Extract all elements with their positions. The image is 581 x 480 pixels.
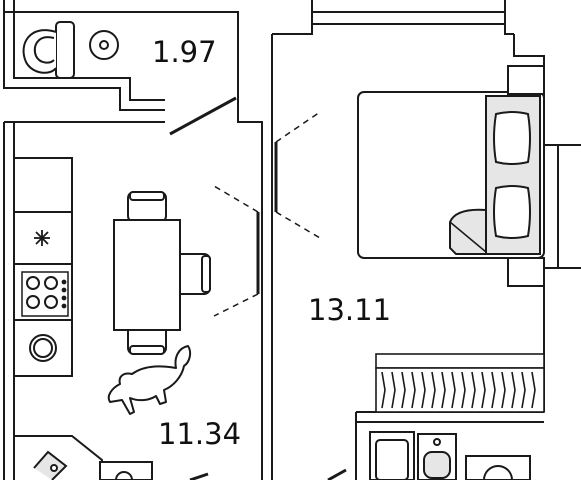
bathtub-icon [369, 431, 415, 480]
door-bath [327, 468, 347, 480]
kitchen-counter [13, 157, 153, 480]
fridge-icon [34, 230, 50, 246]
kitchen-sink-icon [33, 450, 68, 480]
bed-icon [357, 91, 545, 259]
toilet-icon [22, 21, 75, 79]
wall-bedroom-top [272, 23, 514, 35]
door-bedroom-swing [275, 111, 321, 239]
toilet-room [22, 21, 119, 79]
window-right [544, 144, 581, 269]
hanger-mark [491, 371, 496, 409]
hanger-mark [461, 371, 466, 409]
pillow-bottom [493, 185, 531, 239]
sink-icon [89, 30, 119, 60]
door-kitchen-swing [213, 185, 259, 317]
bedroom-area-label: 13.11 [308, 293, 391, 327]
bathroom [369, 431, 531, 480]
hanger-mark [381, 371, 386, 409]
nightstands [507, 65, 545, 287]
hanger-mark [441, 371, 446, 409]
wardrobe-icon [375, 353, 545, 413]
hanger-mark [391, 371, 396, 409]
wall-toilet-inner [13, 0, 165, 101]
blanket-fold [449, 208, 487, 255]
toilet-area-label: 1.97 [152, 35, 217, 69]
hanger-mark [401, 371, 406, 409]
hanger-mark [521, 371, 526, 409]
table-top [113, 219, 181, 331]
pillow-top [493, 111, 531, 165]
hanger-mark [501, 371, 506, 409]
hanger-mark [451, 371, 456, 409]
hanger-mark [431, 371, 436, 409]
dog-icon [107, 345, 192, 415]
wall-toilet-top [4, 11, 239, 92]
hanger-mark [511, 371, 516, 409]
dishwasher-icon [99, 461, 153, 480]
sink-icon [417, 433, 457, 480]
oven-icon [29, 334, 57, 362]
doors [169, 96, 347, 480]
hangers [381, 371, 536, 409]
hanger-mark [471, 371, 476, 409]
wall-partition-outer [237, 92, 263, 480]
hanger-mark [481, 371, 486, 409]
stove-icon [21, 271, 69, 317]
dining-table-icon [113, 191, 211, 355]
door-entry [189, 472, 209, 480]
hanger-mark [411, 371, 416, 409]
washing-machine-icon [465, 455, 531, 480]
door-toilet [169, 96, 237, 136]
window-top [311, 0, 506, 24]
hanger-mark [421, 371, 426, 409]
wall-toilet-outer [3, 0, 165, 111]
kitchen-area-label: 11.34 [158, 417, 241, 451]
hanger-mark [531, 371, 536, 409]
